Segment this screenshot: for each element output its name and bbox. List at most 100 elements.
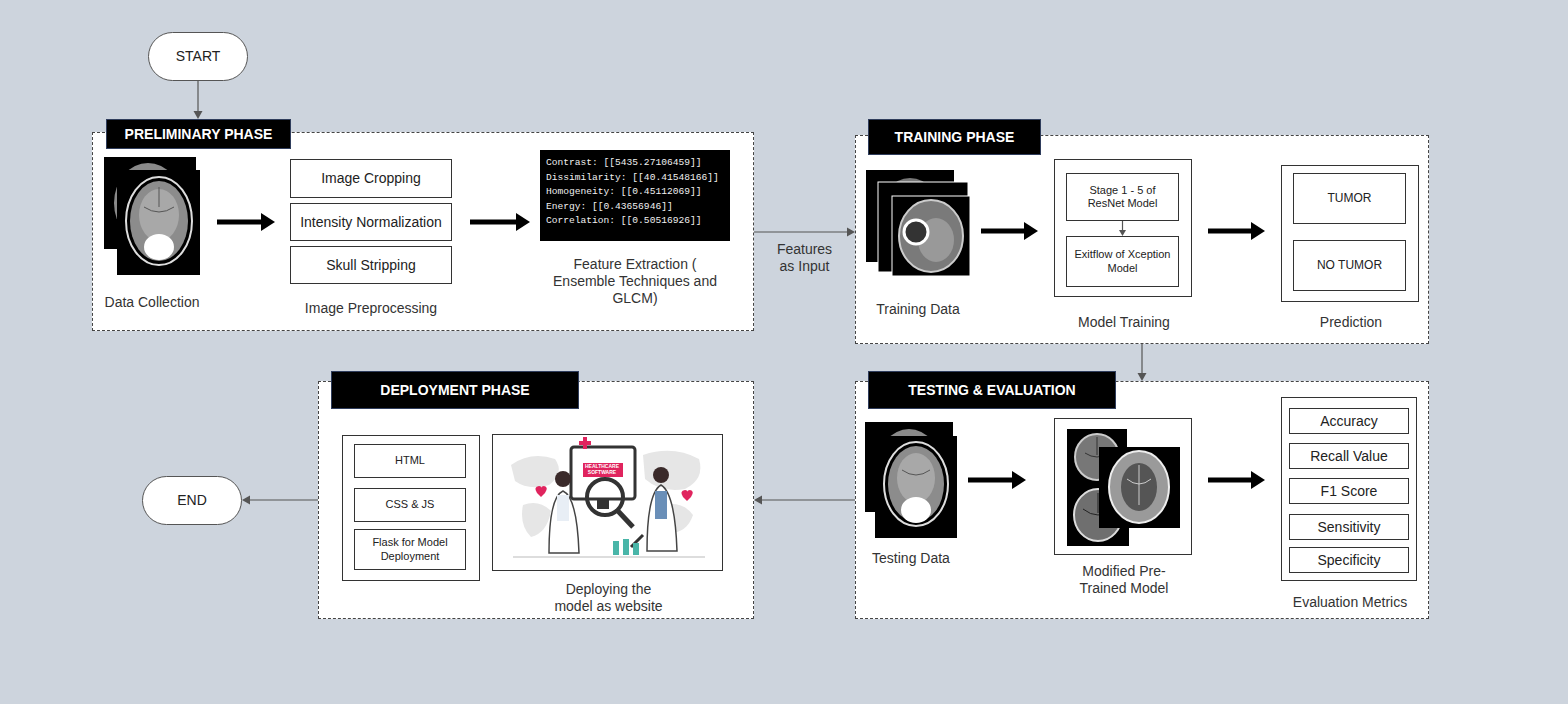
phase-panel: DEPLOYMENT PHASEHTMLCSS & JSFlask for Mo… [318, 381, 754, 619]
process-box: Sensitivity [1289, 514, 1409, 540]
image-node: Testing Data [865, 422, 957, 538]
image-node: Training Data [866, 170, 970, 276]
node-label: END [177, 492, 207, 509]
process-box: Image Cropping [290, 159, 452, 198]
node-label: Skull Stripping [326, 257, 416, 274]
phase-heading: DEPLOYMENT PHASE [331, 371, 579, 409]
group-caption: Image Preprocessing [291, 300, 451, 317]
process-box: Flask for Model Deployment [354, 529, 466, 570]
connector [194, 81, 203, 119]
node-caption: Training Data [848, 301, 988, 318]
connector-line [470, 220, 517, 225]
process-box: NO TUMOR [1293, 240, 1406, 291]
connector [754, 228, 855, 237]
thick-arrow [981, 222, 1038, 240]
process-box: TUMOR [1293, 173, 1406, 224]
process-box: Stage 1 - 5 of ResNet Model [1066, 173, 1179, 221]
connector [242, 496, 318, 505]
connector-line [1141, 344, 1142, 374]
node-label: Specificity [1317, 552, 1380, 569]
mri-image [866, 170, 970, 276]
connector-line [1122, 221, 1123, 231]
node-caption: Prediction [1281, 314, 1421, 331]
edge-label-anchor: Features as Input [774, 241, 836, 275]
connector-line [981, 229, 1025, 234]
mri-image [104, 157, 200, 275]
arrow-head [1012, 471, 1026, 489]
node-label: HTML [395, 454, 425, 467]
connector [1119, 221, 1126, 236]
thick-arrow [1208, 222, 1265, 240]
code-line: Homogeneity: [[0.45112069]] [546, 185, 730, 200]
connector-line [217, 220, 262, 225]
node-caption: Evaluation Metrics [1275, 594, 1425, 611]
process-box: CSS & JS [354, 488, 466, 522]
arrow-head [1251, 471, 1265, 489]
arrow-head [242, 496, 250, 505]
label-anchor: Image Preprocessing [291, 300, 451, 317]
node-label: CSS & JS [386, 498, 435, 511]
connector-line [1208, 478, 1252, 483]
captioned-box: Evaluation MetricsAccuracyRecall ValueF1… [1281, 397, 1417, 581]
node-label: Intensity Normalization [300, 214, 442, 231]
arrow-head [516, 213, 530, 231]
arrow-head [261, 213, 275, 231]
process-box: Specificity [1289, 547, 1409, 573]
phase-panel: TESTING & EVALUATION Testing Data Modifi… [855, 381, 1429, 619]
process-box: HTML [354, 444, 466, 478]
node-caption: Model Training [1054, 314, 1194, 331]
node-label: Accuracy [1320, 413, 1378, 430]
thick-arrow [1208, 471, 1265, 489]
edge-label: Features as Input [774, 241, 836, 275]
node-label: F1 Score [1321, 483, 1378, 500]
mri-image [865, 422, 957, 538]
node-label: TUMOR [1328, 191, 1372, 205]
connector-line [761, 499, 855, 500]
node-label: Stage 1 - 5 of ResNet Model [1073, 184, 1172, 210]
arrow-head [194, 111, 203, 119]
node-label: Flask for Model Deployment [361, 536, 459, 562]
arrow-head [1251, 222, 1265, 240]
arrow-head [1024, 222, 1038, 240]
connector-line [968, 478, 1013, 483]
connector-line [197, 81, 198, 112]
phase-heading: TRAINING PHASE [868, 119, 1041, 155]
code-line: Energy: [[0.43656946]] [546, 200, 730, 215]
node-label: Recall Value [1310, 448, 1388, 465]
code-line: Correlation: [[0.50516926]] [546, 214, 730, 229]
process-box: Skull Stripping [290, 246, 452, 284]
code-line: Dissimilarity: [[40.41548166]] [546, 171, 730, 186]
feature-output-box: Contrast: [[5435.27106459]]Dissimilarity… [540, 150, 730, 241]
terminal-pill: END [142, 476, 242, 525]
captioned-box: PredictionTUMORNO TUMOR [1281, 165, 1419, 302]
captioned-box: Modified Pre-Trained Model [1054, 418, 1192, 555]
deployment-illustration [493, 435, 724, 572]
connector-line [754, 231, 848, 232]
arrow-head [1119, 230, 1126, 236]
connector [754, 496, 855, 505]
mri-stack [1055, 419, 1193, 556]
screen-text: HEALTHCARE SOFTWARE [582, 463, 622, 475]
node-caption: Modified Pre-Trained Model [1059, 563, 1189, 597]
connector-line [1208, 229, 1252, 234]
node-caption: Deploying the model as website [547, 581, 671, 615]
process-box: F1 Score [1289, 478, 1409, 504]
arrow-head [847, 228, 855, 237]
node-caption: Testing Data [841, 550, 981, 567]
connector [1138, 344, 1147, 381]
node-caption: Data Collection [82, 294, 222, 311]
node-label: NO TUMOR [1317, 258, 1382, 272]
phase-heading: PRELIMINARY PHASE [106, 119, 291, 149]
arrow-head [1138, 373, 1147, 381]
phase-panel: TRAINING PHASE Training DataModel Traini… [855, 135, 1429, 344]
image-node: Data Collection [104, 157, 200, 275]
thick-arrow [968, 471, 1026, 489]
thick-arrow [470, 213, 530, 231]
label-anchor: HEALTHCARE SOFTWARE [582, 463, 622, 475]
arrow-head [754, 496, 762, 505]
process-box: Accuracy [1289, 408, 1409, 434]
process-box: Exitflow of Xception Model [1066, 236, 1179, 287]
terminal-pill: START [148, 32, 248, 81]
process-box: Recall Value [1289, 443, 1409, 469]
